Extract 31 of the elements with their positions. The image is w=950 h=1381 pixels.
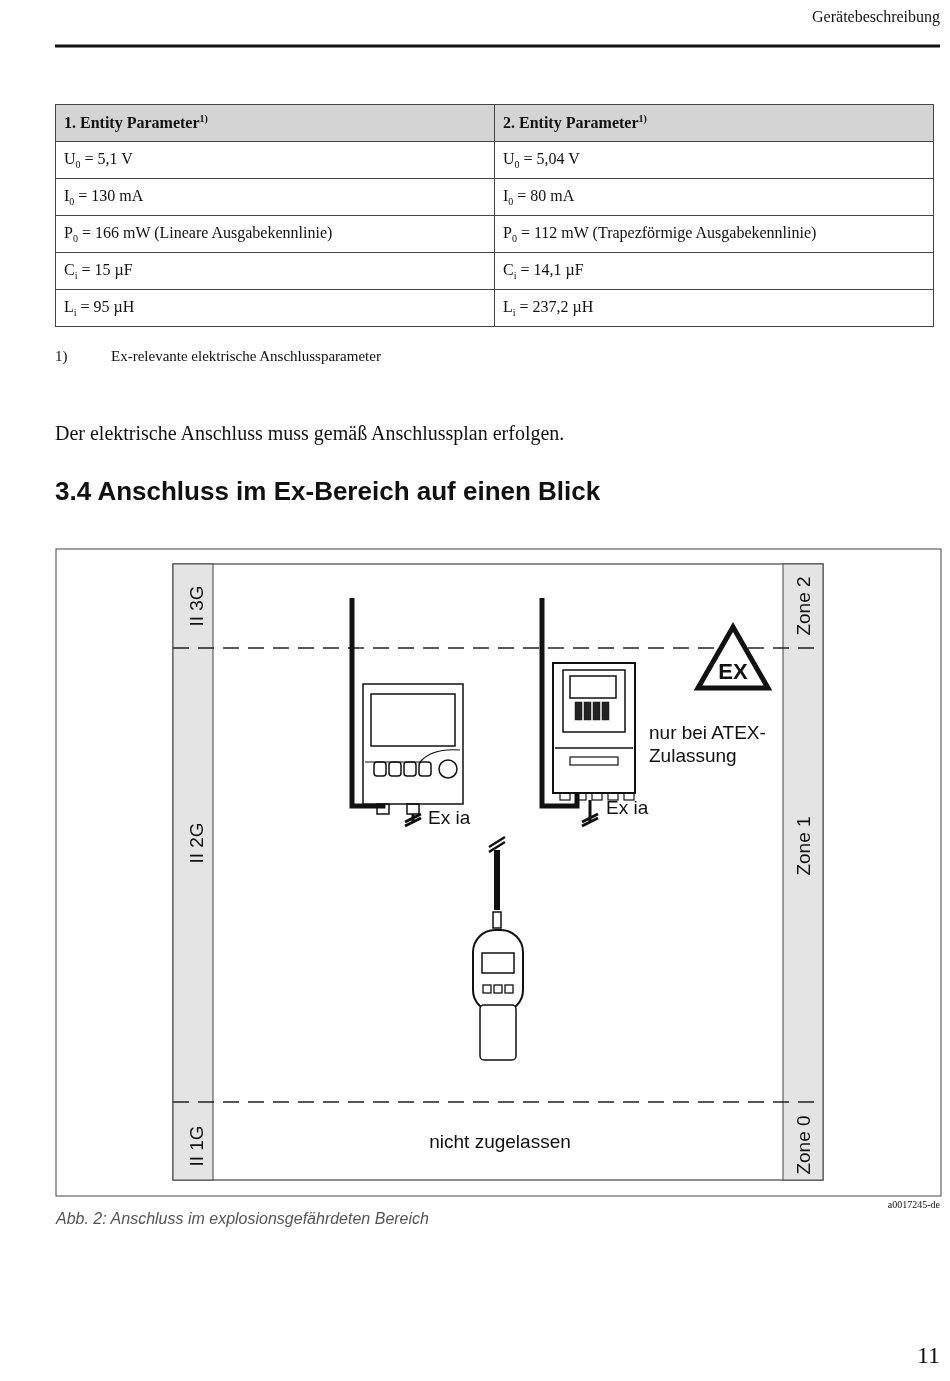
zone-label: Zone 1: [793, 816, 815, 876]
table-cell: L$_{i}$ = 237,2 µH: [494, 289, 934, 327]
table-cell: I$_{0}$ = 130 mA: [55, 178, 495, 216]
table-cell: P$_{0}$ = 112 mW (Trapezförmige Ausgabekennlinie): [494, 215, 934, 253]
body-text: Der elektrische Anschluss muss gemäß Anschlussplan erfolgen.: [55, 422, 565, 445]
table-cell: I$_{0}$ = 80 mA: [494, 178, 934, 216]
zone-category-label: II 3G: [186, 585, 208, 627]
zone-category-label: II 2G: [186, 822, 208, 864]
table-cell: C$_{i}$ = 15 µF: [55, 252, 495, 290]
section-heading: 3.4 Anschluss im Ex-Bereich auf einen Blick: [55, 476, 601, 507]
protection-label: Ex ia: [606, 797, 649, 819]
ex-symbol-text: EX: [718, 659, 748, 685]
figure-code: a0017245-de: [887, 1199, 940, 1210]
zone-category-label: II 1G: [186, 1125, 208, 1167]
table-cell: U$_{0}$ = 5,04 V: [494, 141, 934, 179]
table-cell: U$_{0}$ = 5,1 V: [55, 141, 495, 179]
note-text: nur bei ATEX-Zulassung: [649, 722, 767, 768]
table-cell: C$_{i}$ = 14,1 µF: [494, 252, 934, 290]
table-header-cell: 2. Entity Parameter$^{1)}$: [494, 104, 934, 142]
zone-label: Zone 2: [793, 576, 815, 636]
zone-label: Zone 0: [793, 1115, 815, 1175]
protection-label: Ex ia: [428, 807, 471, 829]
footnote-text: Ex-relevante elektrische Anschlussparameter: [111, 348, 381, 365]
figure-caption: Abb. 2: Anschluss im explosionsgefährdeten Bereich: [56, 1210, 429, 1228]
table-cell: P$_{0}$ = 166 mW (Lineare Ausgabekennlinie): [55, 215, 495, 253]
header-text: Gerätebeschreibung: [812, 8, 940, 26]
footnote-mark: 1): [55, 348, 68, 365]
zone-note: nicht zugelassen: [429, 1131, 571, 1153]
page-number: 11: [916, 1342, 940, 1369]
table-cell: L$_{i}$ = 95 µH: [55, 289, 495, 327]
table-header-cell: 1. Entity Parameter$^{1)}$: [55, 104, 495, 142]
